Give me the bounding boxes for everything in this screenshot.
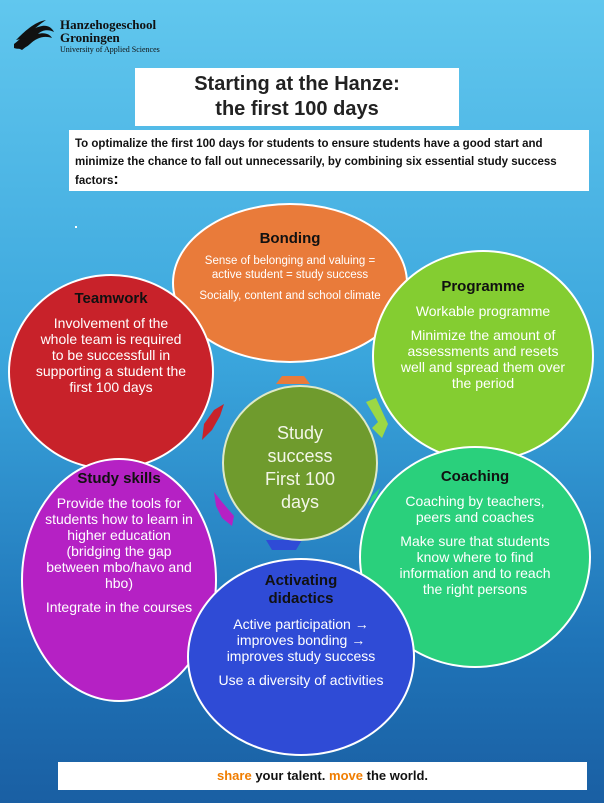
tagline-your-talent: your talent. bbox=[255, 768, 326, 783]
intro-text-box: To optimalize the first 100 days for stu… bbox=[69, 130, 589, 191]
factor-coaching: Coaching Coaching by teachers, peers and… bbox=[359, 446, 591, 668]
arrow-activating-icon bbox=[266, 540, 302, 550]
tagline-bar: share your talent. move the world. bbox=[58, 762, 587, 790]
swan-logo-icon bbox=[14, 20, 54, 50]
logo-line-2: Groningen bbox=[60, 30, 120, 45]
coaching-heading: Coaching bbox=[440, 468, 510, 485]
arrow-teamwork-icon bbox=[202, 404, 224, 440]
study-skills-text-1: Provide the tools for students how to le… bbox=[45, 495, 193, 591]
arrow-study-skills-icon bbox=[214, 492, 234, 526]
bonding-heading: Bonding bbox=[259, 230, 321, 247]
activating-heading-2: didactics bbox=[268, 590, 334, 607]
tagline-word-share: share bbox=[216, 768, 252, 783]
activating-heading-1: Activating bbox=[264, 572, 338, 589]
arrow-coaching-icon bbox=[368, 488, 380, 506]
arrow-bonding-to-programme-icon bbox=[366, 398, 388, 438]
programme-text-1: Workable programme bbox=[415, 303, 551, 319]
tagline-the-world: the world. bbox=[366, 768, 428, 783]
activating-text-2: Use a diversity of activities bbox=[218, 672, 384, 688]
coaching-text-2: Make sure that students know where to fi… bbox=[399, 533, 551, 597]
tagline-word-move: move bbox=[329, 768, 363, 783]
title-line-2: the first 100 days bbox=[215, 98, 379, 120]
bonding-text-2: Socially, content and school climate bbox=[199, 290, 381, 302]
center-line-2: success bbox=[267, 446, 333, 466]
logo-line-3: University of Applied Sciences bbox=[60, 45, 160, 54]
programme-heading: Programme bbox=[441, 278, 525, 295]
study-skills-heading: Study skills bbox=[77, 470, 161, 487]
teamwork-text-1: Involvement of the whole team is require… bbox=[35, 315, 187, 395]
bonding-text-1: Sense of belonging and valuing = active … bbox=[204, 255, 376, 281]
intro-colon: : bbox=[113, 171, 119, 188]
decorative-dot bbox=[75, 226, 77, 228]
activating-text-1: Active participation → improves bonding … bbox=[226, 616, 376, 664]
page-title: Starting at the Hanze: the first 100 day… bbox=[135, 68, 459, 126]
center-line-1: Study bbox=[276, 423, 324, 443]
center-line-4: days bbox=[280, 492, 320, 512]
intro-text: To optimalize the first 100 days for stu… bbox=[75, 138, 557, 187]
center-study-success: Study success First 100 days bbox=[222, 385, 378, 541]
hanze-logo: Hanzehogeschool Groningen University of … bbox=[12, 16, 182, 60]
factor-programme: Programme Workable programme Minimize th… bbox=[372, 250, 594, 462]
factor-study-skills: Study skills Provide the tools for stude… bbox=[21, 458, 217, 702]
factor-activating-didactics: Activating didactics Active participatio… bbox=[187, 558, 415, 756]
title-line-1: Starting at the Hanze: bbox=[194, 73, 400, 95]
coaching-text-1: Coaching by teachers, peers and coaches bbox=[405, 493, 545, 525]
teamwork-heading: Teamwork bbox=[74, 290, 148, 307]
factor-teamwork: Teamwork Involvement of the whole team i… bbox=[8, 274, 214, 470]
arrow-top-center-icon bbox=[276, 376, 310, 384]
logo-line-1: Hanzehogeschool bbox=[60, 17, 157, 32]
study-skills-text-2: Integrate in the courses bbox=[45, 599, 193, 615]
programme-text-2: Minimize the amount of assessments and r… bbox=[400, 327, 566, 391]
factor-bonding: Bonding Sense of belonging and valuing =… bbox=[172, 203, 408, 363]
center-line-3: First 100 bbox=[264, 469, 336, 489]
